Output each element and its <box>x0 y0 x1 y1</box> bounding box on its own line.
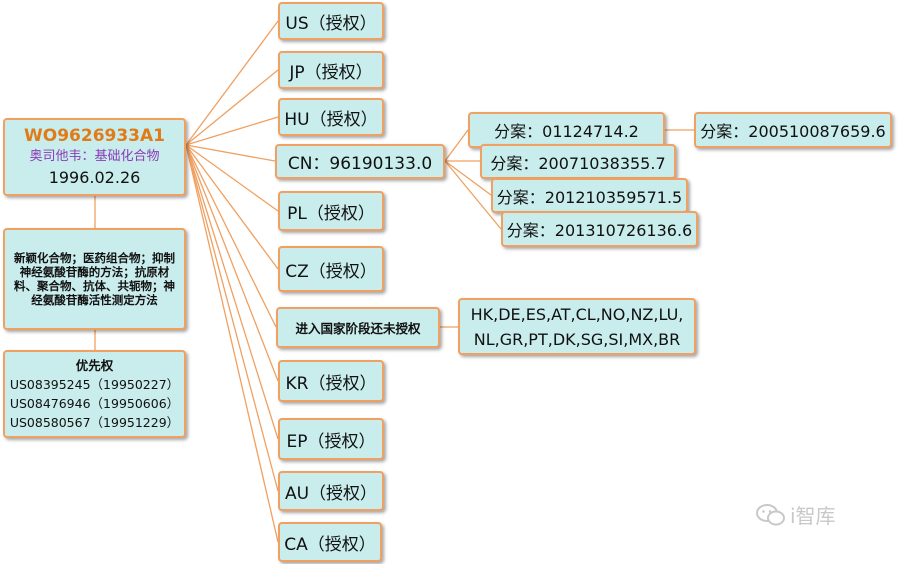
wechat-icon <box>756 503 785 525</box>
branch-jp-label: JP（授权） <box>289 62 373 83</box>
branch-kr-label: KR（授权） <box>285 373 377 394</box>
branch-ca-label: CA（授权） <box>284 534 376 555</box>
branch-ep: EP（授权） <box>278 418 384 460</box>
root-patent-number: WO9626933A1 <box>24 126 165 146</box>
branch-national-phase-label: 进入国家阶段还未授权 <box>295 321 421 336</box>
branch-pl-label: PL（授权） <box>287 203 375 224</box>
branch-pl: PL（授权） <box>278 191 384 231</box>
priority-item: US08476946（19950606） <box>9 396 180 411</box>
branch-ca: CA（授权） <box>278 522 382 562</box>
branch-hu: HU（授权） <box>278 98 384 136</box>
claims-description-box: 新颖化合物；医药组合物；抑制神经氨酸苷酶的方法；抗原材料、聚合物、抗体、共轭物；… <box>3 228 186 330</box>
priority-item: US08395245（19950227） <box>9 377 180 392</box>
branch-cz-label: CZ（授权） <box>285 261 377 282</box>
root-patent-name: 奥司他韦：基础化合物 <box>29 149 160 164</box>
priority-title: 优先权 <box>75 358 114 373</box>
priority-item: US08580567（19951229） <box>9 415 180 430</box>
cn-divisional-box: 分案：01124714.2 <box>468 112 665 148</box>
cn-divisional-box: 分案：20071038355.7 <box>480 144 676 179</box>
branch-au: AU（授权） <box>278 471 384 511</box>
sub-divisional-label: 分案：200510087659.6 <box>700 122 886 141</box>
root-patent-date: 1996.02.26 <box>48 168 141 187</box>
cn-divisional-label: 分案：201210359571.5 <box>496 187 683 207</box>
branch-hu-label: HU（授权） <box>284 109 378 130</box>
branch-cn-label: CN：96190133.0 <box>287 154 433 174</box>
cn-divisional-label: 分案：20071038355.7 <box>490 153 666 173</box>
watermark: i智库 <box>756 500 836 529</box>
branch-au-label: AU（授权） <box>284 483 378 504</box>
branch-us-label: US（授权） <box>285 13 377 34</box>
sub-divisional-box: 分案：200510087659.6 <box>694 112 892 148</box>
cn-divisional-label: 分案：201310726136.6 <box>506 221 693 240</box>
cn-divisional-label: 分案：01124714.2 <box>494 122 639 141</box>
watermark-text: i智库 <box>790 504 836 528</box>
branch-ep-label: EP（授权） <box>286 431 376 452</box>
national-countries-line: HK,DE,ES,AT,CL,NO,NZ,LU, <box>470 304 684 324</box>
root-patent-box: WO9626933A1 奥司他韦：基础化合物 1996.02.26 <box>3 118 186 196</box>
branch-jp: JP（授权） <box>278 51 384 89</box>
national-countries-line: NL,GR,PT,DK,SG,SI,MX,BR <box>473 329 681 349</box>
cn-divisional-box: 分案：201210359571.5 <box>491 178 688 213</box>
branch-kr: KR（授权） <box>278 360 384 402</box>
cn-divisional-box: 分案：201310726136.6 <box>501 211 698 247</box>
branch-cn: CN：96190133.0 <box>275 144 445 179</box>
national-countries-box: HK,DE,ES,AT,CL,NO,NZ,LU, NL,GR,PT,DK,SG,… <box>458 298 696 355</box>
claims-description-text: 新颖化合物；医药组合物；抑制神经氨酸苷酶的方法；抗原材料、聚合物、抗体、共轭物；… <box>14 251 175 307</box>
branch-cz: CZ（授权） <box>278 246 384 292</box>
priority-box: 优先权 US08395245（19950227） US08476946（1995… <box>3 350 186 438</box>
branch-us: US（授权） <box>278 2 384 40</box>
branch-national-phase: 进入国家阶段还未授权 <box>276 307 440 348</box>
